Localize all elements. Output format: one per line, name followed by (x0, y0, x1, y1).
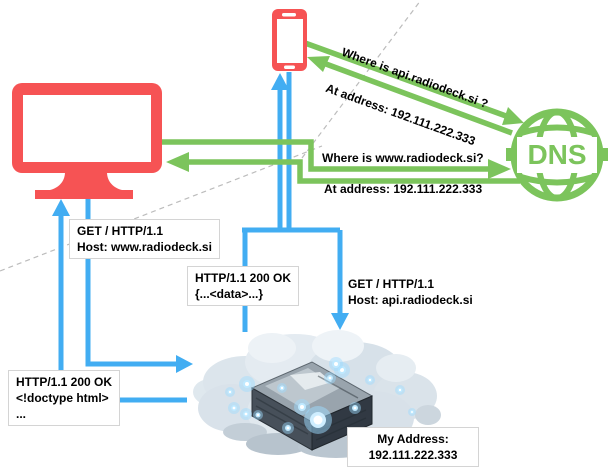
dashed-guides (0, 0, 422, 272)
http-arrowheads (52, 73, 349, 373)
http-request-www-label: GET / HTTP/1.1 Host: www.radiodeck.si (69, 219, 220, 259)
cloud-server-icon (193, 330, 441, 458)
dns-globe-icon (506, 108, 608, 202)
dns-arrows (160, 40, 520, 184)
dns-answer-www-label: At address: 192.111.222.333 (324, 182, 483, 196)
http-response-www-label: HTTP/1.1 200 OK <!doctype html> ... (8, 370, 121, 426)
dns-query-api-arrow (304, 40, 507, 119)
dns-answer-www-arrow (188, 159, 520, 184)
dns-arrowheads (166, 56, 524, 179)
dns-server-label: DNS (527, 139, 587, 170)
http-request-api-label: GET / HTTP/1.1 Host: api.radiodeck.si (345, 275, 476, 309)
smartphone-icon (272, 9, 307, 71)
server-address-label: My Address: 192.111.222.333 (347, 427, 479, 467)
monitor-icon (12, 83, 162, 199)
dns-query-www-label: Where is www.radiodeck.si? (322, 151, 484, 165)
dns-answer-api-arrow (325, 61, 513, 136)
glow-dots (225, 357, 416, 434)
dns-query-www-arrow (160, 139, 489, 172)
http-response-api-label: HTTP/1.1 200 OK {...<data>...} (187, 266, 300, 306)
http-request-api-arrow (286, 72, 343, 315)
